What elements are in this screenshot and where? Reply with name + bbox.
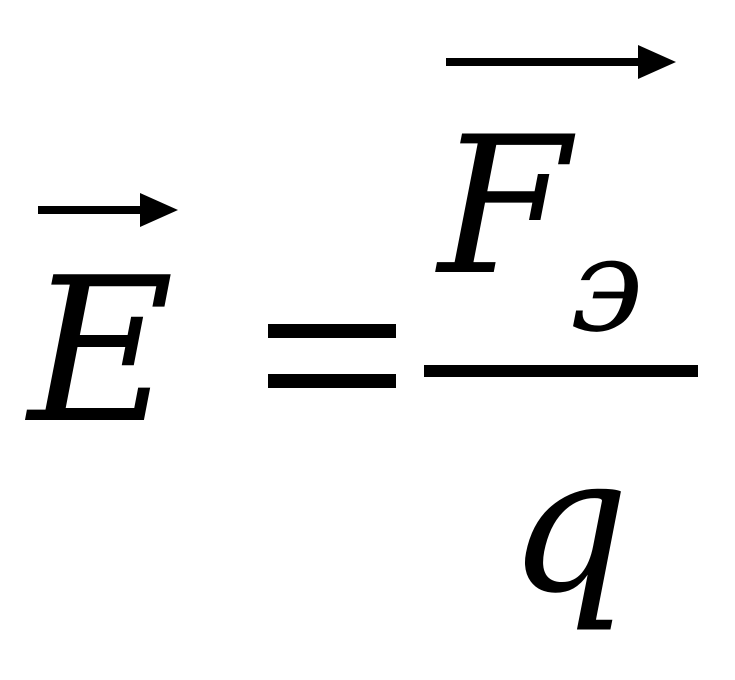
vector-arrow-e-icon — [38, 193, 178, 227]
equals-sign — [268, 324, 396, 388]
numerator-subscript: э — [570, 209, 643, 361]
fraction-bar — [424, 365, 698, 377]
vector-arrow-f-icon — [446, 45, 676, 79]
lhs-symbol: E — [24, 235, 174, 468]
denominator-symbol: q — [508, 414, 630, 635]
numerator-symbol: F — [435, 96, 576, 317]
